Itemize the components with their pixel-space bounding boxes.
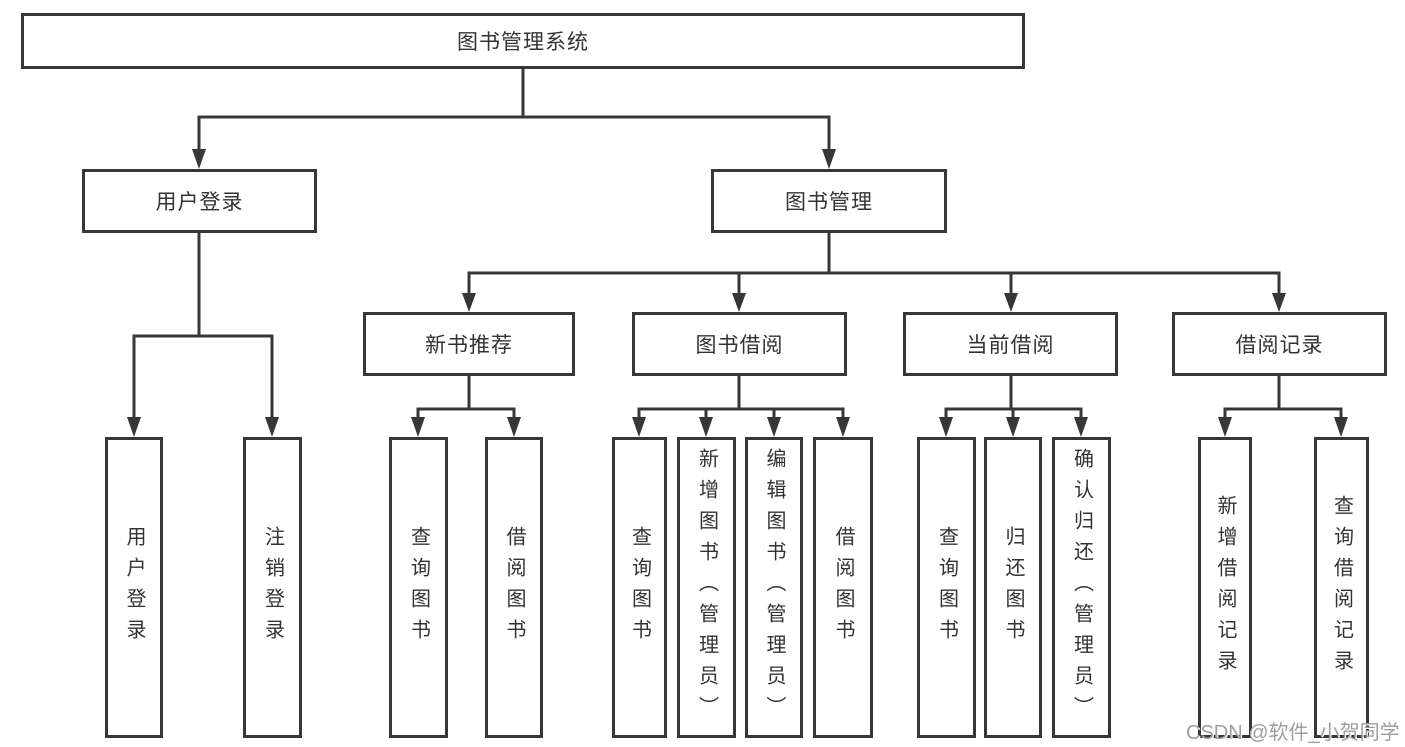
leaf-return-books: 归还图书	[984, 437, 1042, 738]
leaf-add-borrow-record: 新增借阅记录	[1198, 437, 1252, 738]
leaf-query-books-1: 查询图书	[389, 437, 448, 738]
leaf-confirm-return-admin: 确认归还（管理员）	[1052, 437, 1111, 738]
leaf-label: 确认归还（管理员）	[1070, 448, 1093, 727]
node-new-book-recommend: 新书推荐	[363, 312, 575, 376]
leaf-label: 新增借阅记录	[1214, 494, 1236, 681]
csdn-watermark: CSDN @软件_小贺同学	[1186, 722, 1400, 744]
leaf-query-books-2: 查询图书	[612, 437, 667, 738]
leaf-query-borrow-record: 查询借阅记录	[1314, 437, 1369, 738]
node-borrow-records: 借阅记录	[1172, 312, 1387, 376]
leaf-label: 用户登录	[123, 525, 145, 650]
leaf-label: 借阅图书	[832, 525, 854, 650]
leaf-label: 新增图书（管理员）	[695, 448, 718, 727]
leaf-user-login: 用户登录	[105, 437, 163, 738]
leaf-logout: 注销登录	[243, 437, 302, 738]
leaf-label: 查询借阅记录	[1330, 494, 1353, 681]
leaf-borrow-books-2: 借阅图书	[813, 437, 873, 738]
node-current-borrow: 当前借阅	[903, 312, 1118, 376]
leaf-label: 编辑图书（管理员）	[763, 448, 785, 727]
leaf-label: 借阅图书	[503, 525, 525, 650]
leaf-label: 查询图书	[407, 525, 430, 650]
leaf-label: 注销登录	[261, 525, 284, 650]
leaf-add-books-admin: 新增图书（管理员）	[677, 437, 736, 738]
leaf-query-books-3: 查询图书	[917, 437, 976, 738]
node-book-management-branch: 图书管理	[711, 169, 947, 233]
leaf-edit-books-admin: 编辑图书（管理员）	[745, 437, 803, 738]
leaf-label: 查询图书	[628, 525, 651, 650]
leaf-label: 查询图书	[935, 525, 958, 650]
node-user-login-branch: 用户登录	[82, 169, 317, 233]
leaf-borrow-books-1: 借阅图书	[485, 437, 543, 738]
node-book-borrow: 图书借阅	[632, 312, 847, 376]
node-root-system: 图书管理系统	[21, 13, 1025, 69]
leaf-label: 归还图书	[1002, 525, 1024, 650]
